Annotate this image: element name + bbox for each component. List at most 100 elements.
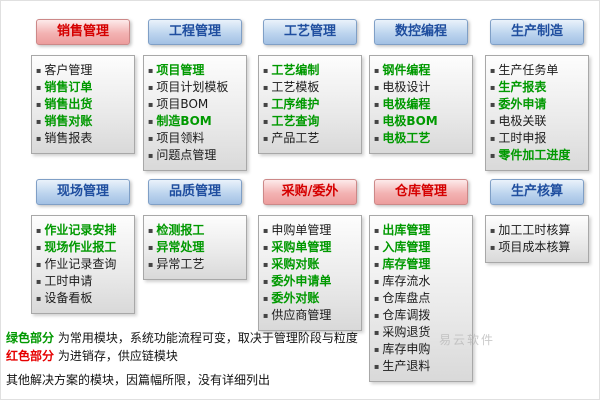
bullet-icon: ▪ <box>36 226 42 235</box>
module-item: ▪仓库调拨 <box>374 307 468 324</box>
bullet-icon: ▪ <box>36 117 42 126</box>
module-item-label: 工序维护 <box>271 97 320 111</box>
module-group-production: 生产制造 ▪生产任务单▪生产报表▪委外申请▪电极关联▪工时申报▪零件加工进度 <box>485 19 589 171</box>
bullet-icon: ▪ <box>36 66 42 75</box>
module-item: ▪检测报工 <box>148 222 242 239</box>
module-item-label: 入库管理 <box>382 240 431 254</box>
bullet-icon: ▪ <box>263 294 269 303</box>
bullet-icon: ▪ <box>36 243 42 252</box>
module-item: ▪项目管理 <box>148 62 242 79</box>
group-header-shopfloor: 现场管理 <box>36 179 130 205</box>
module-item: ▪生产退料 <box>374 358 468 375</box>
module-item-label: 工艺查询 <box>271 114 320 128</box>
group-box-warehouse: ▪出库管理▪入库管理▪库存管理▪库存流水▪仓库盘点▪仓库调拨▪采购退货▪库存申购… <box>369 215 473 382</box>
module-item: ▪采购退货 <box>374 324 468 341</box>
bullet-icon: ▪ <box>374 260 380 269</box>
module-item-label: 项目BOM <box>156 97 209 111</box>
module-item: ▪制造BOM <box>148 113 242 130</box>
bullet-icon: ▪ <box>374 362 380 371</box>
module-item: ▪电极BOM <box>374 113 468 130</box>
group-box-quality: ▪检测报工▪异常处理▪异常工艺 <box>143 215 247 280</box>
module-item: ▪销售出货 <box>36 96 130 113</box>
module-item-label: 生产报表 <box>498 80 547 94</box>
group-box-process: ▪工艺编制▪工艺模板▪工序维护▪工艺查询▪产品工艺 <box>258 55 362 154</box>
group-box-cnc: ▪钢件编程▪电极设计▪电极编程▪电极BOM▪电极工艺 <box>369 55 473 154</box>
bullet-icon: ▪ <box>374 294 380 303</box>
module-item-label: 生产退料 <box>382 359 431 373</box>
module-item-label: 生产任务单 <box>498 63 559 77</box>
module-item-label: 工艺模板 <box>271 80 320 94</box>
bullet-icon: ▪ <box>374 345 380 354</box>
module-item: ▪入库管理 <box>374 239 468 256</box>
bullet-icon: ▪ <box>374 66 380 75</box>
bullet-icon: ▪ <box>490 117 496 126</box>
group-header-process: 工艺管理 <box>263 19 357 45</box>
bullet-icon: ▪ <box>148 151 154 160</box>
module-item-label: 销售订单 <box>44 80 93 94</box>
module-item-label: 销售出货 <box>44 97 93 111</box>
module-item-label: 制造BOM <box>156 114 212 128</box>
module-item: ▪加工工时核算 <box>490 222 584 239</box>
module-item: ▪采购对账 <box>263 256 357 273</box>
legend: 绿色部分 为常用模块，系统功能流程可变，取决于管理阶段与粒度 红色部分 为进销存… <box>6 329 358 389</box>
legend-green-label: 绿色部分 <box>6 331 55 345</box>
group-box-cost-accounting: ▪加工工时核算▪项目成本核算 <box>485 215 589 263</box>
module-group-sales: 销售管理 ▪客户管理▪销售订单▪销售出货▪销售对账▪销售报表 <box>31 19 135 154</box>
bullet-icon: ▪ <box>263 226 269 235</box>
group-header-cost-accounting: 生产核算 <box>490 179 584 205</box>
group-box-production: ▪生产任务单▪生产报表▪委外申请▪电极关联▪工时申报▪零件加工进度 <box>485 55 589 171</box>
module-item: ▪工序维护 <box>263 96 357 113</box>
module-item-label: 异常工艺 <box>156 257 205 271</box>
module-item: ▪零件加工进度 <box>490 147 584 164</box>
module-item-label: 电极关联 <box>498 114 547 128</box>
group-header-cnc: 数控编程 <box>374 19 468 45</box>
bullet-icon: ▪ <box>263 100 269 109</box>
module-item-label: 加工工时核算 <box>498 223 571 237</box>
group-box-purchase-outsource: ▪申购单管理▪采购单管理▪采购对账▪委外申请单▪委外对账▪供应商管理 <box>258 215 362 331</box>
module-item-label: 设备看板 <box>44 291 93 305</box>
bullet-icon: ▪ <box>490 151 496 160</box>
group-box-shopfloor: ▪作业记录安排 ▪现场作业报工▪作业记录查询 ▪ 工时申请 ▪设备看板 <box>31 215 135 314</box>
module-item: ▪库存流水 <box>374 273 468 290</box>
group-header-engineering: 工程管理 <box>148 19 242 45</box>
module-item-label: 工时申报 <box>498 131 547 145</box>
group-header-purchase-outsource: 采购/委外 <box>263 179 357 205</box>
bullet-icon: ▪ <box>490 66 496 75</box>
module-item: ▪出库管理 <box>374 222 468 239</box>
module-item-label: 客户管理 <box>44 63 93 77</box>
module-item-label: 检测报工 <box>156 223 205 237</box>
bullet-icon: ▪ <box>263 243 269 252</box>
bullet-icon: ▪ <box>374 277 380 286</box>
module-item-label: 作业记录安排 <box>44 223 117 237</box>
bullet-icon: ▪ <box>263 66 269 75</box>
module-group-shopfloor: 现场管理 ▪作业记录安排 ▪现场作业报工▪作业记录查询 ▪ 工时申请 ▪设备看板 <box>31 179 135 314</box>
bullet-icon: ▪ <box>263 277 269 286</box>
module-item-label: 工艺编制 <box>271 63 320 77</box>
module-item: ▪委外申请单 <box>263 273 357 290</box>
module-group-engineering: 工程管理 ▪项目管理▪项目计划模板▪项目BOM▪制造BOM▪项目领料▪问题点管理 <box>143 19 247 171</box>
bullet-icon: ▪ <box>490 100 496 109</box>
bullet-icon: ▪ <box>36 134 42 143</box>
module-item-label: 申购单管理 <box>271 223 332 237</box>
module-item: ▪作业记录查询 <box>36 256 130 273</box>
module-item: ▪项目领料 <box>148 130 242 147</box>
group-header-quality: 品质管理 <box>148 179 242 205</box>
module-item-label: 出库管理 <box>382 223 431 237</box>
module-item-label: 委外对账 <box>271 291 320 305</box>
module-item-label: 钢件编程 <box>382 63 431 77</box>
module-group-process: 工艺管理 ▪工艺编制▪工艺模板▪工序维护▪工艺查询▪产品工艺 <box>258 19 362 154</box>
bullet-icon: ▪ <box>490 134 496 143</box>
module-item: ▪设备看板 <box>36 290 130 307</box>
module-item: ▪异常处理 <box>148 239 242 256</box>
module-item-label: 工时申请 <box>44 274 93 288</box>
bullet-icon: ▪ <box>148 243 154 252</box>
module-item: ▪现场作业报工 <box>36 239 130 256</box>
module-item-label: 采购单管理 <box>271 240 332 254</box>
module-item-label: 库存申购 <box>382 342 431 356</box>
bullet-icon: ▪ <box>148 66 154 75</box>
module-item: ▪工艺编制 <box>263 62 357 79</box>
bullet-icon: ▪ <box>374 311 380 320</box>
legend-green-text: 为常用模块，系统功能流程可变，取决于管理阶段与粒度 <box>54 331 358 345</box>
bullet-icon: ▪ <box>490 226 496 235</box>
module-item: ▪库存管理 <box>374 256 468 273</box>
